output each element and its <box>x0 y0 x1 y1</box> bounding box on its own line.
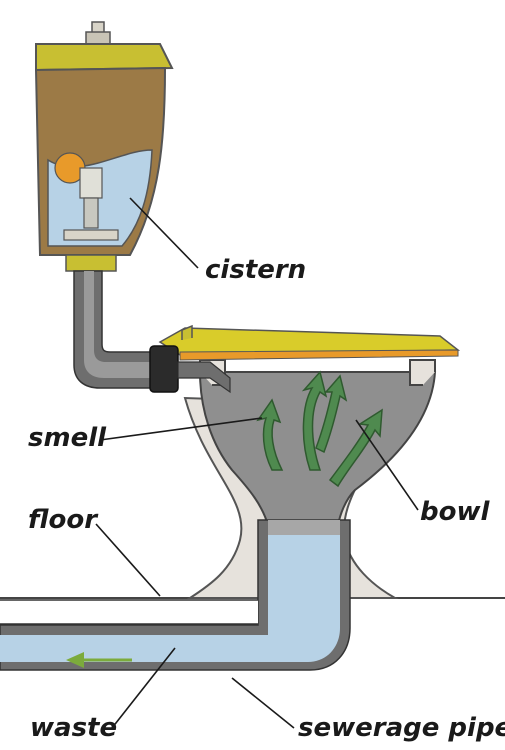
sewerage-pipe-label: sewerage pipe <box>298 713 505 743</box>
smell-arrow-icon <box>328 408 383 488</box>
leader-lines <box>95 197 419 729</box>
waste-label: waste <box>30 713 117 743</box>
toilet-seat <box>158 324 461 361</box>
smell-arrow-icon <box>256 398 284 471</box>
sewerage-pipe <box>0 519 351 671</box>
smell-arrows <box>256 370 383 488</box>
flow-arrow-icon <box>66 652 132 668</box>
bowl-label: bowl <box>420 497 490 527</box>
smell-label: smell <box>28 423 107 453</box>
cistern-label: cistern <box>205 255 306 285</box>
floor-label: floor <box>28 505 99 535</box>
smell-arrow-icon <box>315 374 348 454</box>
cistern <box>34 21 174 272</box>
flush-pipe <box>73 270 231 394</box>
smell-arrow-icon <box>301 370 328 471</box>
